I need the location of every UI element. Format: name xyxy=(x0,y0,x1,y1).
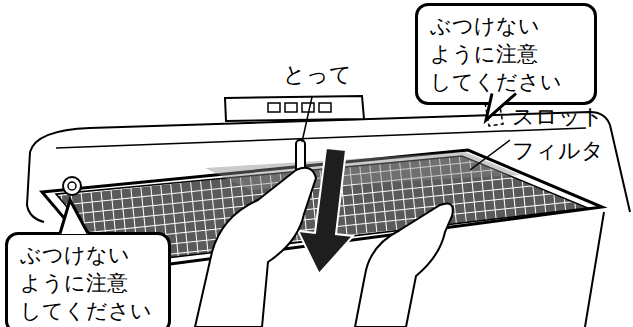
callout-text: ぶつけない ように注意 してください xyxy=(430,12,582,96)
callout-tail-fill xyxy=(486,93,516,120)
hood-side xyxy=(27,152,44,222)
left-hand xyxy=(195,168,316,327)
panel-button xyxy=(285,103,297,112)
panel-button xyxy=(302,103,314,112)
control-panel xyxy=(225,96,364,121)
panel-button xyxy=(319,103,331,112)
knob xyxy=(63,177,81,195)
panel-button xyxy=(268,103,280,112)
right-hand xyxy=(355,203,453,327)
part-label: スロット フィルタ xyxy=(512,100,612,168)
leader-line xyxy=(302,97,312,142)
callout-tail xyxy=(60,200,88,234)
callout-text: ぶつけない ように注意 してください xyxy=(20,241,156,325)
knob-center xyxy=(68,182,76,190)
handle-label: とって xyxy=(283,58,373,92)
hood-edge xyxy=(56,128,586,148)
leader-line xyxy=(470,140,510,170)
callout-box: ぶつけない ように注意 してください xyxy=(5,232,171,327)
callout-tail-fill xyxy=(60,200,88,234)
callout-tail xyxy=(486,94,516,121)
filter-plate xyxy=(205,152,520,190)
callout-box: ぶつけない ように注意 してください xyxy=(415,3,597,105)
